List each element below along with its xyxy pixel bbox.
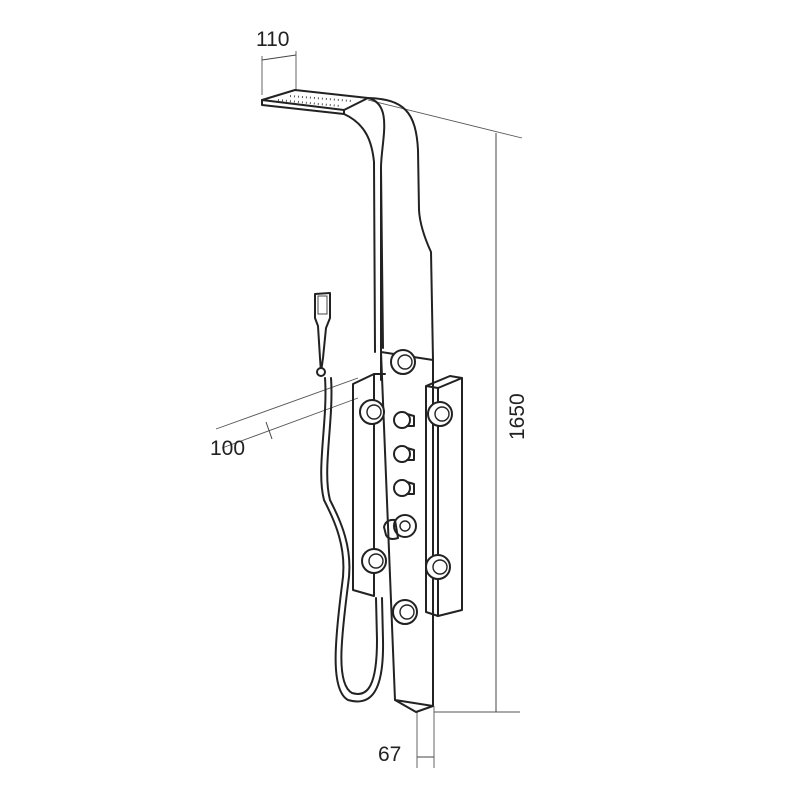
body-jet-right-lower (425, 554, 451, 580)
dimension-height: 1650 (367, 99, 529, 713)
shower-hose (320, 377, 385, 703)
dimension-label-top-depth: 110 (256, 28, 289, 51)
hand-shower (314, 292, 331, 377)
body-jet-right-upper (427, 401, 453, 427)
dimension-top-depth: 110 (256, 28, 297, 95)
body-jet-bottom (392, 599, 418, 625)
dimension-bottom-depth: 67 (378, 706, 435, 768)
lower-panel (380, 351, 434, 713)
shower-head-nozzle-grid (277, 95, 353, 107)
mixer-knob (383, 514, 417, 540)
dimension-label-bottom-depth: 67 (378, 743, 401, 766)
dimension-side-depth: 100 (210, 377, 359, 460)
rain-shower-head (261, 89, 369, 115)
dimension-label-height: 1650 (506, 393, 529, 440)
control-knobs (383, 411, 417, 540)
body-jets (359, 349, 453, 625)
diverter-knob-1 (393, 411, 415, 429)
panel-column (343, 97, 434, 381)
diverter-knob-2 (393, 445, 415, 463)
body-jet-left-lower (361, 548, 387, 574)
side-jet-bar (352, 373, 386, 597)
right-jet-bar (425, 375, 463, 617)
body-jet-top (390, 349, 416, 375)
body-jet-left-upper (359, 399, 385, 425)
dimension-label-side-depth: 100 (210, 437, 245, 460)
diverter-knob-3 (393, 479, 415, 497)
